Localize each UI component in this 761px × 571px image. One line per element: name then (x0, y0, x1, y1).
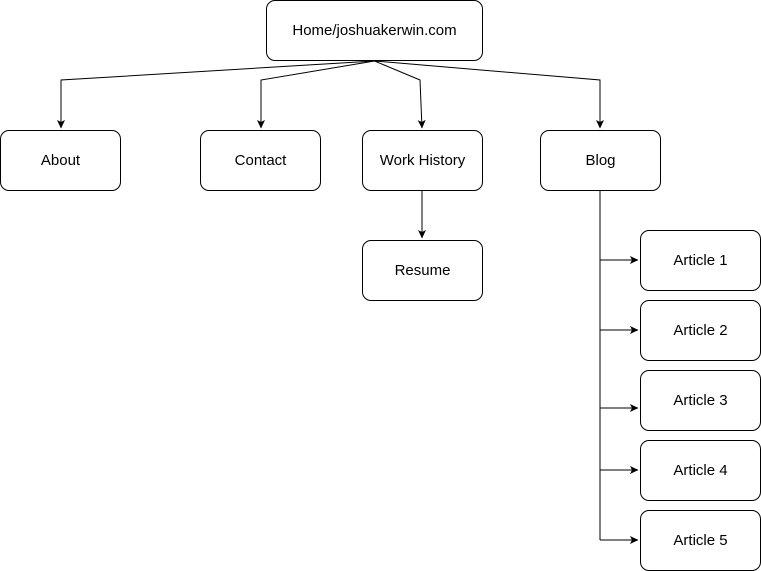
node-about[interactable]: About (0, 130, 121, 191)
node-article-4[interactable]: Article 4 (640, 440, 761, 501)
node-resume[interactable]: Resume (362, 240, 483, 301)
node-contact[interactable]: Contact (200, 130, 321, 191)
node-resume-label: Resume (394, 262, 451, 279)
node-work-history-label: Work History (379, 152, 466, 169)
node-home-label: Home/joshuakerwin.com (292, 22, 457, 39)
node-article-2[interactable]: Article 2 (640, 300, 761, 361)
node-article-2-label: Article 2 (673, 322, 728, 339)
node-article-1-label: Article 1 (673, 252, 728, 269)
node-article-5-label: Article 5 (673, 532, 728, 549)
node-blog-label: Blog (585, 152, 616, 169)
node-blog[interactable]: Blog (540, 130, 661, 191)
node-contact-label: Contact (234, 152, 287, 169)
node-article-3[interactable]: Article 3 (640, 370, 761, 431)
node-article-3-label: Article 3 (673, 392, 728, 409)
node-home[interactable]: Home/joshuakerwin.com (266, 0, 483, 61)
edge-home-about (57, 60, 375, 129)
edge-home-work-history (374, 60, 426, 129)
node-article-4-label: Article 4 (673, 462, 728, 479)
node-article-1[interactable]: Article 1 (640, 230, 761, 291)
node-work-history[interactable]: Work History (362, 130, 483, 191)
node-article-5[interactable]: Article 5 (640, 510, 761, 571)
edge-home-blog (374, 60, 604, 129)
node-about-label: About (40, 152, 81, 169)
edge-home-contact (257, 60, 375, 129)
